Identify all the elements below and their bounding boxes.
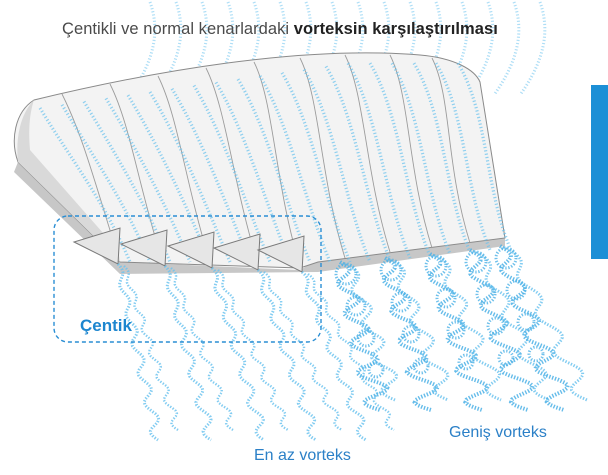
vortex-loop [494, 246, 518, 270]
vortex-loop [475, 283, 497, 305]
minimal-vortex-trail [123, 265, 179, 432]
vortex-loop [435, 287, 457, 309]
surface-stream [38, 107, 132, 263]
wide-vortex-trail [427, 252, 490, 412]
minimal-vortex-trail [263, 271, 343, 432]
wide-vortex-trail [509, 248, 588, 402]
vortex-loop [412, 357, 430, 375]
panel-seam [299, 57, 346, 259]
surface-stream [236, 78, 312, 263]
vortex-loop [345, 295, 367, 317]
notch-tooth [72, 227, 121, 265]
panel-seam [157, 75, 211, 263]
wide-vortex-trail [499, 244, 570, 412]
minimal-vortex-trail [163, 264, 213, 442]
vortex-loop [516, 312, 536, 332]
blade-panel-seams [61, 54, 471, 267]
vortex-loop [505, 279, 527, 301]
minimal-vortex-trail [217, 269, 289, 432]
vortex-loop [486, 316, 506, 336]
vortex-loop [367, 361, 385, 379]
notch-tooth [119, 229, 168, 267]
minimal-vortex-trails [116, 263, 395, 442]
minimal-vortex-label: En az vorteks [254, 447, 351, 464]
wide-vortex-trail [479, 252, 550, 402]
minimal-vortex-trail [210, 266, 265, 442]
vortex-loop [446, 320, 466, 340]
minimal-vortex-trail [256, 268, 317, 442]
notch-tooth [166, 231, 215, 269]
notched-trailing-edge [72, 227, 305, 273]
surface-stream [214, 81, 292, 263]
surface-stream [126, 94, 212, 263]
panel-seam [253, 61, 301, 267]
panel-seam [61, 93, 119, 257]
surface-stream [192, 84, 272, 263]
background-stream [492, 1, 521, 96]
notch-tooth [212, 233, 261, 271]
panel-seam [389, 54, 433, 249]
wide-vortex-trail [349, 264, 399, 402]
side-accent-tab [591, 85, 608, 259]
wide-vortex-trail [381, 256, 440, 412]
surface-stream [302, 68, 372, 263]
notch-tooth [256, 235, 305, 273]
panel-seam [431, 57, 471, 244]
vortex-loop [390, 291, 412, 313]
wide-vortex-label: Geniş vorteks [449, 424, 547, 441]
vortex-loop [334, 262, 358, 286]
vortex-loop [464, 250, 488, 274]
minimal-vortex-trail [170, 267, 234, 432]
panel-seam [344, 54, 391, 253]
panel-seam [205, 67, 259, 265]
notch-label: Çentik [80, 316, 132, 335]
title-emphasis: vorteksin karşılaştırılması [293, 20, 498, 38]
surface-stream [324, 65, 392, 261]
title-text: Çentikli ve normal kenarlardaki [62, 20, 294, 38]
surface-stream [82, 100, 172, 263]
notch-callout-box [53, 215, 322, 343]
surface-stream [412, 62, 472, 253]
panel-seam [109, 83, 163, 261]
diagram-title: Çentikli ve normal kenarlardaki vorteksi… [62, 20, 498, 39]
surface-stream [148, 91, 232, 263]
vortex-loop [497, 349, 515, 367]
minimal-vortex-trail [307, 273, 395, 432]
vortex-loop [356, 328, 376, 348]
vortex-loop [401, 324, 421, 344]
vortex-loop [527, 345, 545, 363]
background-stream [518, 1, 547, 96]
minimal-vortex-trail [116, 263, 161, 442]
vortex-loop [379, 258, 403, 282]
surface-stream [346, 62, 412, 259]
vortex-loop [457, 353, 475, 371]
surface-stream [434, 62, 492, 251]
vortex-loop [424, 254, 448, 278]
blade-top-surface [13, 52, 506, 269]
wide-vortex-trail [439, 256, 502, 402]
wide-vortex-trail [335, 260, 390, 412]
wide-vortex-trails [334, 244, 588, 412]
wide-vortex-trail [468, 248, 535, 412]
surface-stream [104, 97, 192, 263]
surface-stream [280, 71, 352, 263]
